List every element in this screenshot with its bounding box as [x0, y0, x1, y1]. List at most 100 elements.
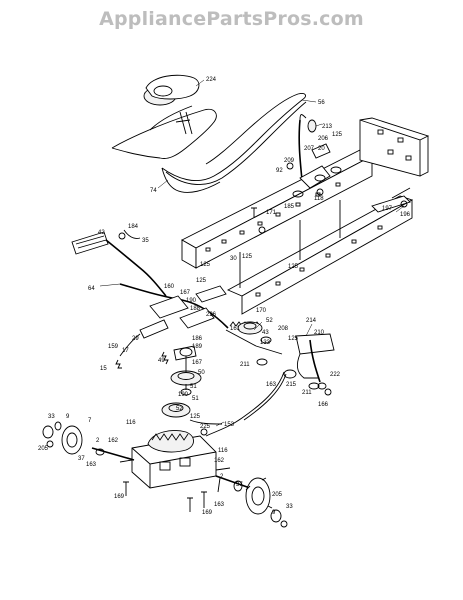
- label-166: 166: [318, 402, 329, 408]
- label-7: 7: [88, 418, 92, 424]
- label-125: 125: [332, 132, 343, 138]
- label-226: 226: [206, 312, 217, 318]
- label-2a: 2: [96, 438, 100, 444]
- brake-arm: [256, 333, 335, 396]
- label-42: 42: [98, 230, 105, 236]
- cable-153: [189, 419, 223, 436]
- label-208: 208: [278, 326, 289, 332]
- fender-assembly: [111, 74, 217, 159]
- label-167b: 167: [192, 360, 203, 366]
- label-64: 64: [88, 286, 95, 292]
- center-pulleys: [161, 345, 202, 418]
- label-225: 225: [200, 424, 211, 430]
- label-190: 190: [186, 298, 197, 304]
- label-30: 30: [230, 256, 237, 262]
- label-37a: 37: [78, 456, 85, 462]
- brake-cable: [205, 371, 287, 437]
- label-222: 222: [330, 372, 341, 378]
- label-9a: 9: [66, 414, 70, 420]
- label-185: 185: [284, 204, 295, 210]
- label-215: 215: [286, 382, 297, 388]
- label-153: 153: [224, 422, 235, 428]
- label-209: 209: [284, 158, 295, 164]
- label-162b: 162: [214, 458, 225, 464]
- label-160: 160: [164, 284, 175, 290]
- label-162a: 162: [108, 438, 119, 444]
- label-2b: 2: [220, 474, 224, 480]
- label-125e: 125: [196, 278, 207, 284]
- watermark-text: AppliancePartsPros.com: [99, 8, 364, 30]
- label-163a: 163: [266, 382, 277, 388]
- label-15: 15: [100, 366, 107, 372]
- label-170: 170: [256, 308, 267, 314]
- label-74: 74: [150, 188, 157, 194]
- label-167: 167: [180, 290, 191, 296]
- label-163c: 163: [214, 502, 225, 508]
- label-125b: 125: [200, 262, 211, 268]
- label-211b: 211: [302, 390, 312, 396]
- label-125g: 125: [190, 414, 201, 420]
- label-169b: 169: [202, 510, 213, 516]
- label-186: 186: [192, 336, 203, 342]
- label-43: 43: [262, 330, 269, 336]
- label-51a: 51: [190, 384, 197, 390]
- label-169a: 169: [114, 494, 125, 500]
- label-184: 184: [128, 224, 139, 230]
- label-35: 35: [142, 238, 149, 244]
- upper-linkage: [286, 114, 342, 196]
- label-50: 50: [198, 370, 205, 376]
- lower-bolts: [123, 477, 221, 512]
- label-9b: 9: [272, 510, 276, 516]
- label-118: 118: [314, 196, 324, 202]
- label-214: 214: [306, 318, 317, 324]
- left-hub: [42, 421, 135, 461]
- label-33a: 33: [48, 414, 55, 420]
- part-labels: 224 56 213 125 206 207 20 209 92 185 118…: [38, 77, 411, 516]
- label-52: 52: [266, 318, 273, 324]
- label-188: 188: [190, 306, 201, 312]
- label-37b: 37: [236, 482, 243, 488]
- label-52b: 52: [176, 406, 183, 412]
- bolts-upper: [251, 190, 304, 234]
- label-125d: 125: [288, 264, 299, 270]
- label-17: 17: [122, 348, 129, 354]
- label-116b: 116: [218, 448, 228, 454]
- label-224: 224: [206, 77, 217, 83]
- label-20: 20: [318, 146, 325, 152]
- label-161: 161: [230, 326, 241, 332]
- label-197: 197: [382, 206, 393, 212]
- label-29: 29: [132, 336, 139, 342]
- label-206: 206: [318, 136, 329, 142]
- label-205b: 205: [272, 492, 283, 498]
- label-213: 213: [322, 124, 333, 130]
- label-51b: 51: [192, 396, 199, 402]
- label-210: 210: [314, 330, 325, 336]
- label-196: 196: [400, 212, 411, 218]
- label-133: 133: [260, 340, 271, 346]
- label-56: 56: [318, 100, 325, 106]
- right-hub: [215, 475, 288, 528]
- label-125c: 125: [242, 254, 253, 260]
- pedal-rod: [119, 283, 283, 355]
- label-189: 189: [192, 344, 203, 350]
- label-205a: 205: [38, 446, 49, 452]
- lower-linkage-left: [115, 319, 169, 369]
- label-33b: 33: [286, 504, 293, 510]
- label-116a: 116: [126, 420, 136, 426]
- label-190b: 190: [178, 392, 189, 398]
- pedal-assembly: [71, 229, 167, 297]
- label-159: 159: [108, 344, 119, 350]
- label-92: 92: [276, 168, 283, 174]
- leader-lines: [99, 79, 405, 427]
- label-211a: 211: [240, 362, 250, 368]
- hitch-assembly: [371, 187, 411, 213]
- idler-pulley-52: [237, 321, 272, 344]
- label-125f: 125: [288, 336, 299, 342]
- drive-belt: [161, 93, 307, 193]
- label-171: 171: [266, 210, 277, 216]
- label-163b: 163: [86, 462, 97, 468]
- label-49: 49: [158, 358, 165, 364]
- transaxle: [119, 430, 231, 489]
- label-207: 207: [304, 146, 315, 152]
